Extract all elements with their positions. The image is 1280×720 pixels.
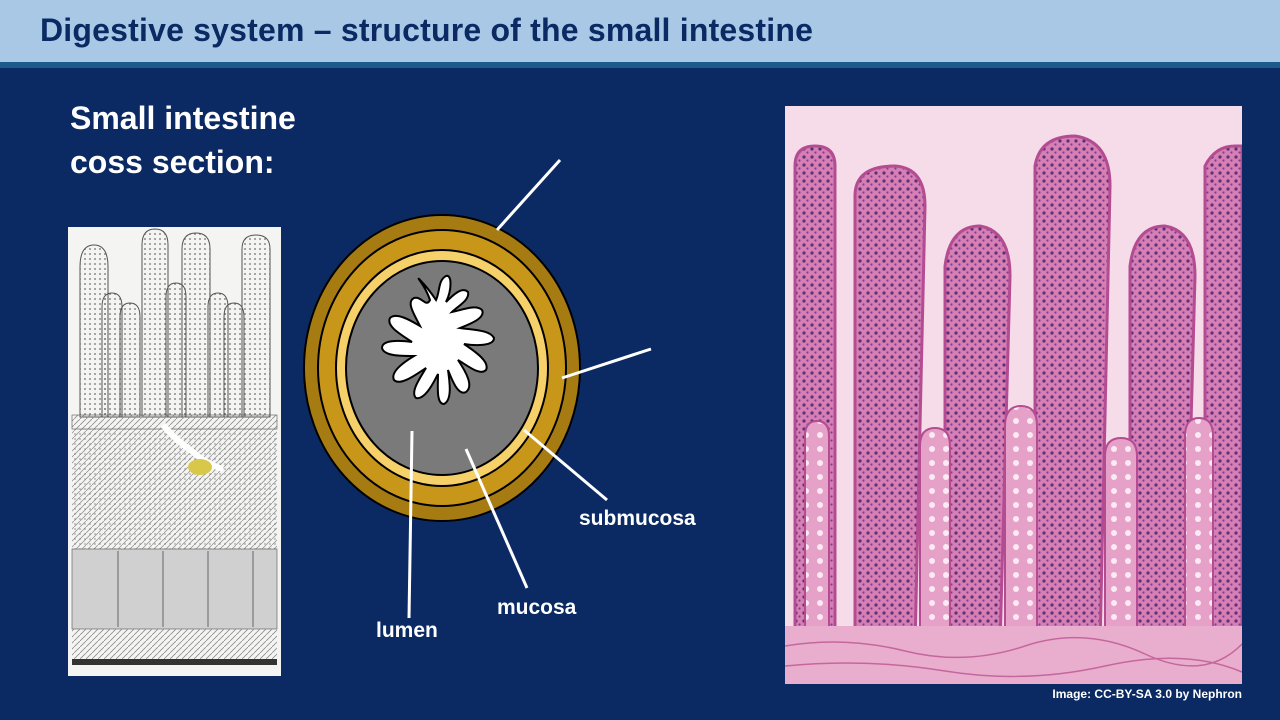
image-credit: Image: CC-BY-SA 3.0 by Nephron	[1052, 687, 1242, 701]
yellow-highlight-icon	[188, 459, 212, 475]
slide-subtitle: Small intestine coss section:	[70, 96, 296, 184]
lumen-shape	[380, 274, 496, 406]
villi-illustration	[68, 227, 281, 676]
villi-drawing	[71, 228, 278, 665]
label-lines	[407, 158, 652, 619]
label-mucosa: mucosa	[497, 596, 577, 619]
slide-title: Digestive system – structure of the smal…	[40, 12, 814, 48]
title-bar: Digestive system – structure of the smal…	[0, 0, 1280, 68]
subtitle-line-2: coss section:	[70, 144, 275, 180]
subtitle-line-1: Small intestine	[70, 100, 296, 136]
histology-micrograph	[785, 106, 1242, 684]
micrograph-panel	[785, 106, 1242, 684]
label-lumen: lumen	[376, 619, 438, 642]
label-submucosa: submucosa	[579, 507, 696, 530]
